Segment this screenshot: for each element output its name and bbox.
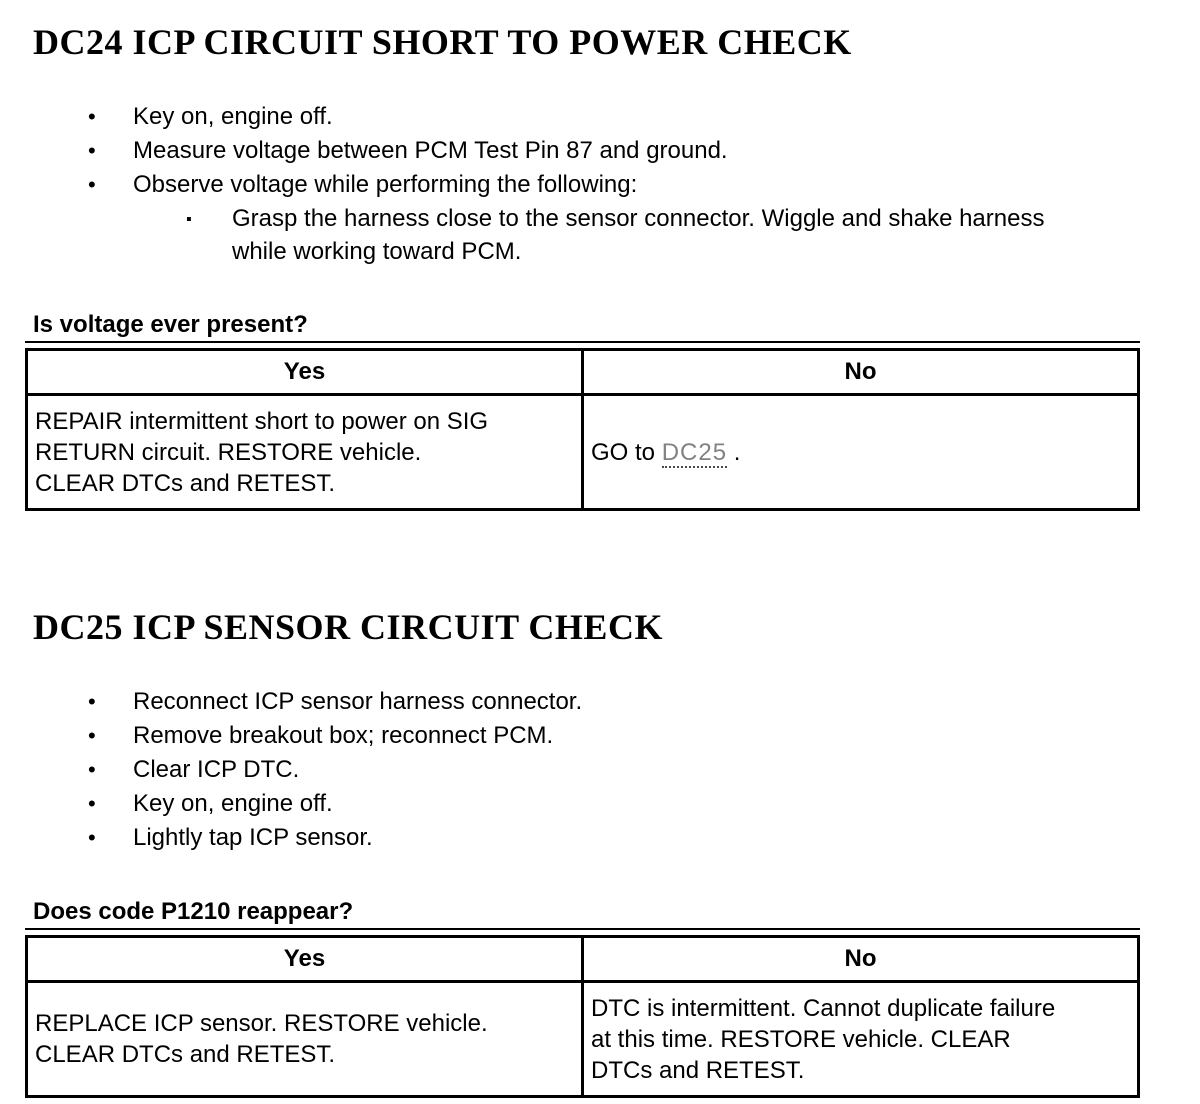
- text-line: CLEAR DTCs and RETEST.: [35, 469, 336, 497]
- procedure-step: • Observe voltage while performing the f…: [0, 168, 1200, 202]
- text-line: Grasp the harness close to the sensor co…: [232, 205, 1045, 232]
- bullet-icon: •: [88, 791, 96, 816]
- text-line: while working toward PCM.: [232, 238, 522, 265]
- table-header-row: Yes No: [25, 935, 1140, 983]
- step-text: Measure voltage between PCM Test Pin 87 …: [133, 137, 728, 164]
- column-header-no: No: [581, 935, 1140, 983]
- yes-action-cell: REPLACE ICP sensor. RESTORE vehicle. CLE…: [25, 980, 584, 1098]
- procedure-substep: ▪ Grasp the harness close to the sensor …: [0, 202, 1200, 268]
- bullet-icon: •: [88, 723, 96, 748]
- substep-text: Grasp the harness close to the sensor co…: [232, 202, 1044, 268]
- step-text: Observe voltage while performing the fol…: [133, 171, 638, 198]
- section-dc25: DC25 ICP SENSOR CIRCUIT CHECK • Reconnec…: [0, 607, 1200, 1098]
- text-line: REPLACE ICP sensor. RESTORE vehicle.: [35, 1010, 488, 1037]
- step-text: Key on, engine off.: [133, 103, 333, 130]
- dc24-procedure-steps: • Key on, engine off. • Measure voltage …: [0, 100, 1200, 268]
- yes-action-cell: REPAIR intermittent short to power on SI…: [25, 393, 584, 511]
- text-line: DTC is intermittent. Cannot duplicate fa…: [591, 994, 1056, 1022]
- dc25-decision-question: Does code P1210 reappear?: [25, 899, 1140, 930]
- bullet-icon: •: [88, 689, 96, 714]
- dc25-decision-table: Yes No REPLACE ICP sensor. RESTORE vehic…: [25, 935, 1140, 1098]
- text-line: REPAIR intermittent short to power on SI…: [35, 407, 489, 435]
- period-text: .: [727, 438, 741, 466]
- bullet-icon: •: [88, 138, 96, 163]
- step-text: Clear ICP DTC.: [133, 756, 300, 783]
- table-header-row: Yes No: [25, 348, 1140, 396]
- bullet-icon: •: [88, 172, 96, 197]
- dc24-decision-table: Yes No REPAIR intermittent short to powe…: [25, 348, 1140, 511]
- procedure-step: • Clear ICP DTC.: [0, 753, 1200, 787]
- column-header-yes: Yes: [25, 348, 584, 396]
- text-line: DTCs and RETEST.: [591, 1056, 805, 1084]
- text-line: at this time. RESTORE vehicle. CLEAR: [591, 1025, 1011, 1053]
- table-row: REPLACE ICP sensor. RESTORE vehicle. CLE…: [25, 980, 1140, 1098]
- text-line: CLEAR DTCs and RETEST.: [35, 1041, 336, 1068]
- column-header-no: No: [581, 348, 1140, 396]
- column-header-yes: Yes: [25, 935, 584, 983]
- procedure-step: • Reconnect ICP sensor harness connector…: [0, 685, 1200, 719]
- section-dc24: DC24 ICP CIRCUIT SHORT TO POWER CHECK • …: [0, 0, 1200, 511]
- dc25-procedure-steps: • Reconnect ICP sensor harness connector…: [0, 685, 1200, 855]
- dc24-section-title: DC24 ICP CIRCUIT SHORT TO POWER CHECK: [33, 22, 852, 62]
- bullet-icon: •: [88, 825, 96, 850]
- dc25-link[interactable]: DC25: [661, 438, 728, 468]
- step-text: Remove breakout box; reconnect PCM.: [133, 722, 554, 749]
- step-text: Reconnect ICP sensor harness connector.: [133, 688, 583, 715]
- procedure-step: • Remove breakout box; reconnect PCM.: [0, 719, 1200, 753]
- procedure-step: • Measure voltage between PCM Test Pin 8…: [0, 134, 1200, 168]
- bullet-icon: •: [88, 757, 96, 782]
- procedure-step: • Lightly tap ICP sensor.: [0, 821, 1200, 855]
- no-action-cell: GO to DC25 .: [581, 393, 1140, 511]
- go-to-text: GO to: [591, 438, 662, 466]
- procedure-step: • Key on, engine off.: [0, 100, 1200, 134]
- square-bullet-icon: ▪: [186, 211, 192, 228]
- text-line: RETURN circuit. RESTORE vehicle.: [35, 438, 422, 466]
- dc24-decision-question: Is voltage ever present?: [25, 312, 1140, 343]
- procedure-step: • Key on, engine off.: [0, 787, 1200, 821]
- no-action-cell: DTC is intermittent. Cannot duplicate fa…: [581, 980, 1140, 1098]
- step-text: Key on, engine off.: [133, 790, 333, 817]
- bullet-icon: •: [88, 104, 96, 129]
- step-text: Lightly tap ICP sensor.: [133, 824, 373, 851]
- table-row: REPAIR intermittent short to power on SI…: [25, 393, 1140, 511]
- dc25-section-title: DC25 ICP SENSOR CIRCUIT CHECK: [33, 607, 663, 647]
